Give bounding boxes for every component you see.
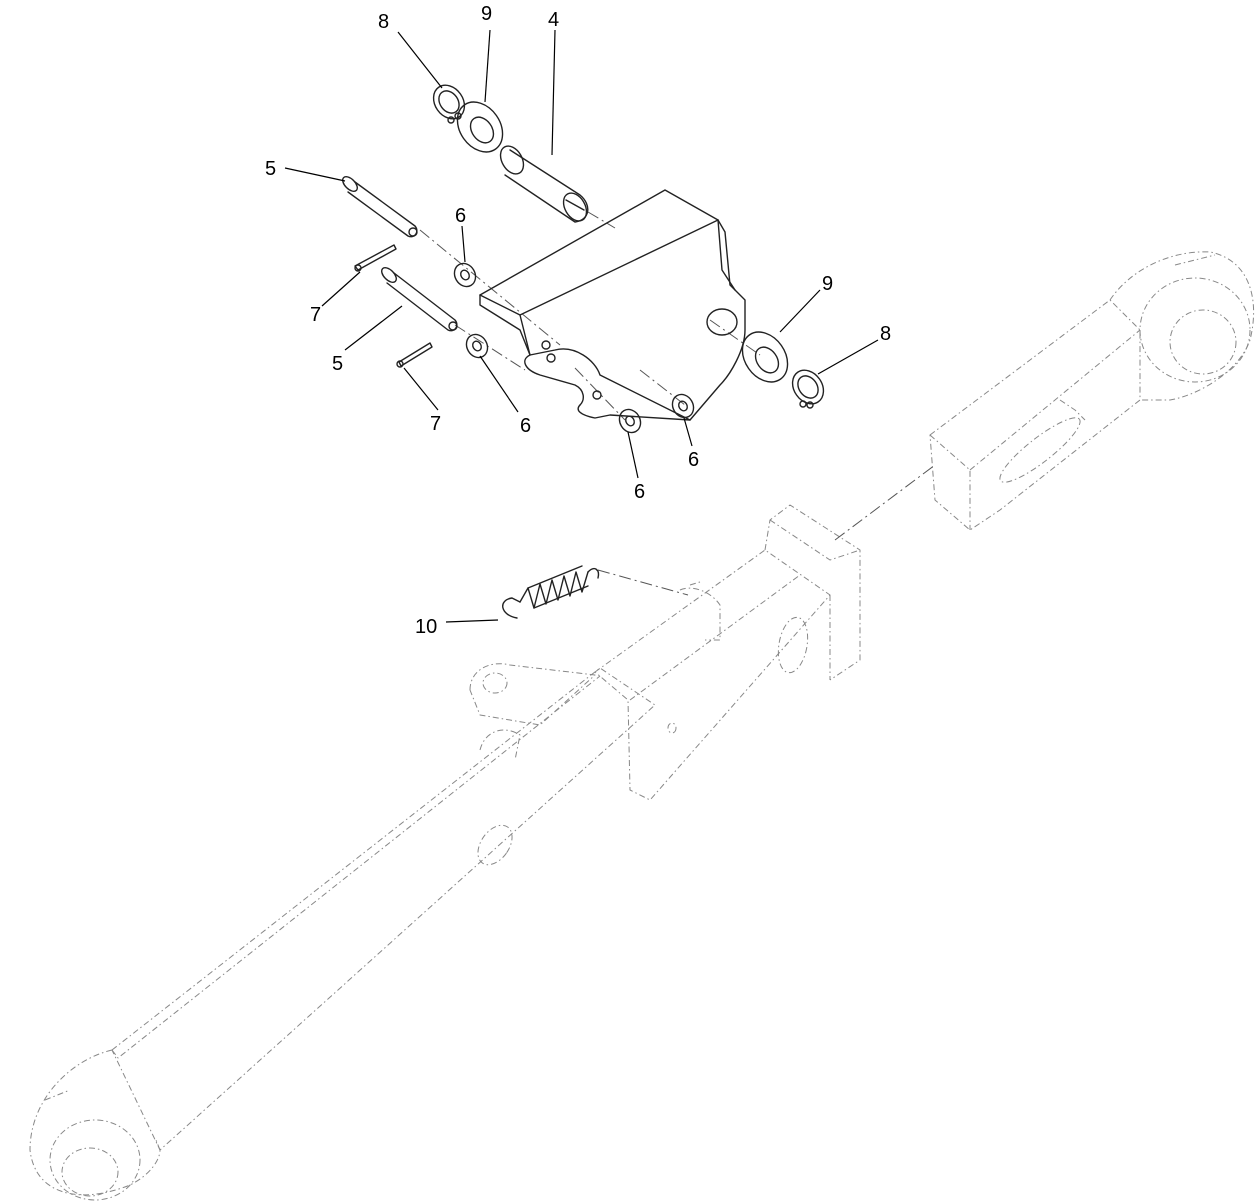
washer-6-a bbox=[453, 262, 477, 288]
pivot-pin bbox=[499, 145, 589, 223]
callout-washer-6-b: 6 bbox=[520, 415, 531, 437]
washer-top bbox=[456, 101, 504, 153]
snap-ring-right bbox=[791, 369, 825, 409]
callout-washer-6-a: 6 bbox=[455, 205, 466, 227]
clevis-pin-lower bbox=[381, 267, 458, 332]
lower-link-arm bbox=[29, 251, 1255, 1201]
washer-6-d bbox=[671, 393, 695, 419]
washer-6-c bbox=[618, 408, 642, 434]
callout-clevis-pin-upper: 5 bbox=[265, 158, 276, 180]
cotter-pin-upper bbox=[354, 244, 397, 272]
callout-washer-6-c: 6 bbox=[634, 481, 645, 503]
callout-cotter-pin-lower: 7 bbox=[430, 413, 441, 435]
clevis-pin-upper bbox=[342, 176, 418, 238]
callout-snap-ring-top: 8 bbox=[378, 11, 389, 33]
callout-washer-6-d: 6 bbox=[688, 449, 699, 471]
leader-lines bbox=[284, 29, 879, 623]
callout-clevis-pin-lower: 5 bbox=[332, 353, 343, 375]
assembly-centerlines bbox=[419, 211, 936, 596]
washer-6-b bbox=[465, 333, 489, 359]
callout-washer-top: 9 bbox=[481, 3, 492, 25]
extension-spring bbox=[502, 565, 600, 619]
callout-pivot-pin: 4 bbox=[548, 9, 559, 31]
washer-right bbox=[741, 331, 789, 383]
snap-ring-top bbox=[432, 84, 466, 124]
callout-labels: 8 9 4 5 6 7 5 7 6 6 6 9 8 10 bbox=[265, 3, 891, 638]
mounting-bracket bbox=[479, 189, 746, 421]
callout-cotter-pin-upper: 7 bbox=[310, 304, 321, 326]
callout-extension-spring: 10 bbox=[415, 616, 437, 638]
cotter-pin-lower bbox=[396, 342, 433, 368]
callout-snap-ring-right: 8 bbox=[880, 323, 891, 345]
callout-washer-right: 9 bbox=[822, 273, 833, 295]
